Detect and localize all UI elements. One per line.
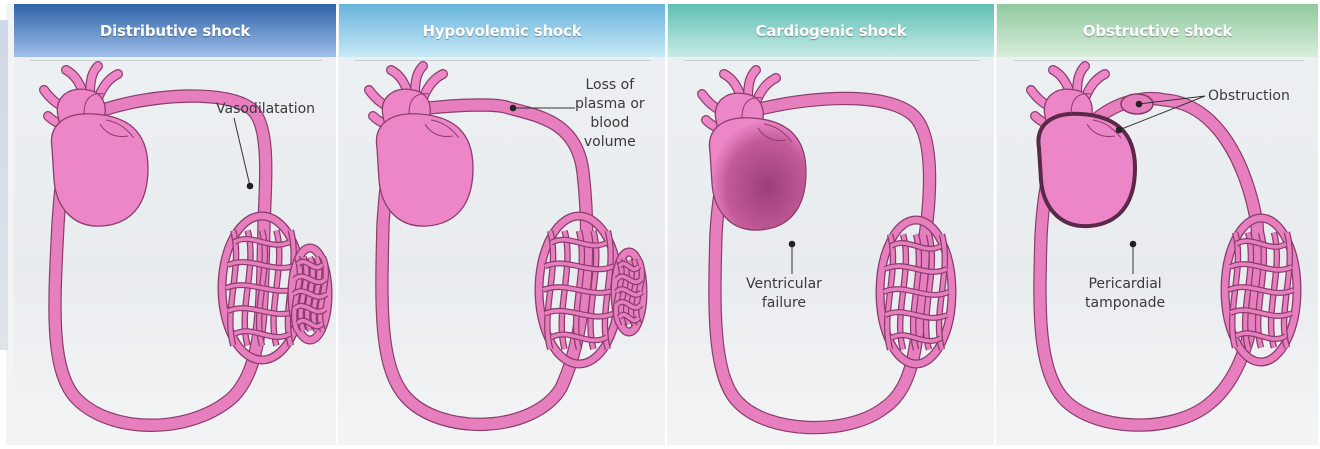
capillary-bed-small-icon [615,252,643,332]
capillary-bed-dilated-icon [292,248,328,340]
circulation-diagram [997,4,1318,445]
circulation-diagram [14,4,336,445]
heart-icon [44,66,148,226]
panel-obstructive-shock: Obstructive shock Obstruction Pericardia… [997,4,1318,445]
left-edge-strip [0,20,8,350]
obstruction-leader-1-dot [1136,101,1143,108]
ventricular-failure-leader-dot [789,241,796,248]
circulation-diagram [339,4,665,445]
panel-distributive-shock: Distributive shock Vasodilatation [14,4,338,445]
annotation-ventricular-failure: Ventricular failure [746,275,822,313]
circulation-diagram [668,4,994,445]
vasodilatation-leader-dot [247,183,254,190]
panel-cardiogenic-shock: Cardiogenic shock Ventricular failure [668,4,996,445]
tamponade-leader-dot [1130,241,1137,248]
heart-icon [1031,66,1135,226]
annotation-obstruction: Obstruction [1208,87,1290,106]
capillary-bed-icon [1225,218,1297,362]
volume-loss-leader-dot [510,105,517,112]
panel-hypovolemic-shock: Hypovolemic shock Loss of plasma or bloo… [339,4,667,445]
heart-icon [702,70,806,230]
capillary-bed-icon [880,220,952,364]
annotation-vasodilatation: Vasodilatation [216,100,315,119]
capillary-bed-icon [539,216,619,364]
heart-icon [369,66,473,226]
vasodilatation-leader-line [234,118,250,186]
annotation-loss-of-volume: Loss of plasma or blood volume [575,76,645,152]
obstruction-leader-2-dot [1116,127,1123,134]
annotation-pericardial-tamponade: Pericardial tamponade [1085,275,1165,313]
